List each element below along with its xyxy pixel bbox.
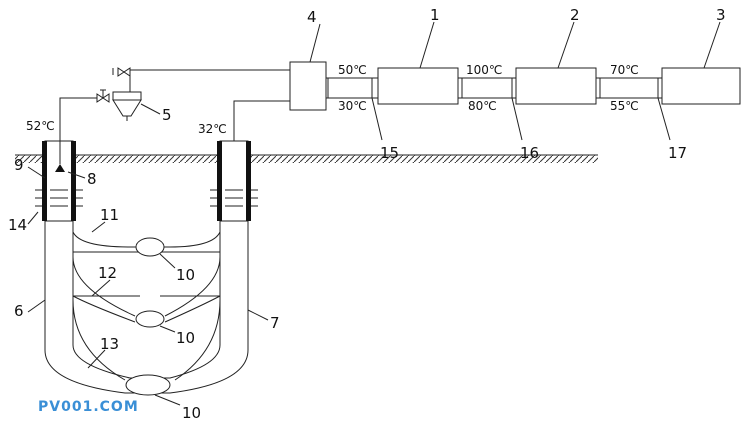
temp-80: 80℃ [468,99,497,113]
label-12: 12 [98,264,117,282]
label-2: 2 [570,6,580,24]
pipe-15 [325,77,379,99]
left-well [35,140,83,222]
label-15: 15 [380,144,399,162]
pipe-16 [457,77,517,99]
temp-100: 100℃ [466,63,502,77]
heat-exchange-node-middle [135,310,165,328]
temp-52: 52℃ [26,119,55,133]
label-7: 7 [270,314,280,332]
label-4: 4 [307,8,317,26]
label-10-middle: 10 [176,329,195,347]
label-10-top: 10 [176,266,195,284]
u-loop-pipes [44,221,249,394]
box-3 [661,67,741,105]
pump-triangle-icon [55,164,65,172]
label-11: 11 [100,206,119,224]
heat-exchange-node-bottom [125,374,171,396]
label-5: 5 [162,106,172,124]
label-1: 1 [430,6,440,24]
label-10-bottom: 10 [182,404,201,422]
temp-70: 70℃ [610,63,639,77]
label-9: 9 [14,156,24,174]
valve-assembly [96,67,131,103]
label-13: 13 [100,335,119,353]
temp-50: 50℃ [338,63,367,77]
label-3: 3 [716,6,726,24]
label-14: 14 [8,216,27,234]
label-6: 6 [14,302,24,320]
box-1 [377,67,459,105]
separator-5 [112,91,142,121]
right-well [210,140,258,222]
pipe-17 [595,77,663,99]
label-17: 17 [668,144,687,162]
box-2 [515,67,597,105]
label-16: 16 [520,144,539,162]
temp-32: 32℃ [198,122,227,136]
temp-30: 30℃ [338,99,367,113]
leader-lines [27,21,721,406]
ground-surface [15,154,598,163]
temp-55: 55℃ [610,99,639,113]
heat-exchange-node-top [135,237,165,257]
label-8: 8 [87,170,97,188]
watermark: PV001.COM [38,399,139,415]
surface-pipes [59,68,290,141]
box-4 [289,61,327,111]
